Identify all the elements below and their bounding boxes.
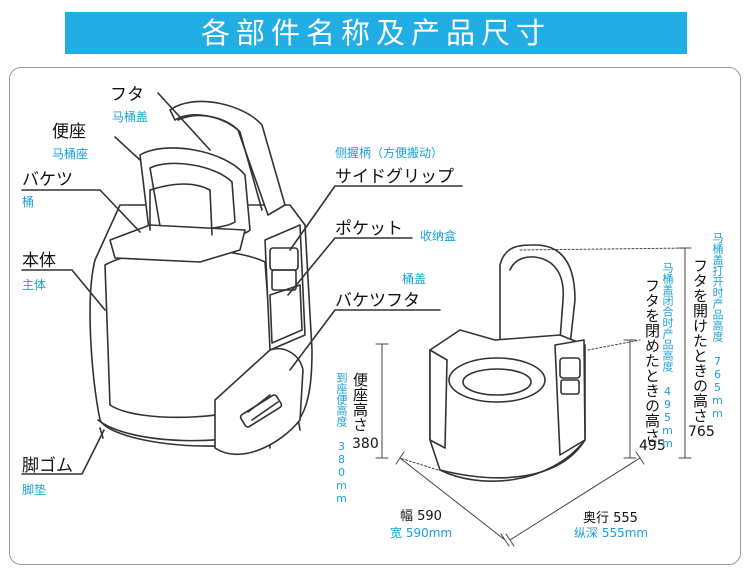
width-cn: 宽 590mm bbox=[390, 526, 453, 540]
pocket-label-cn: 收纳盒 bbox=[420, 229, 457, 243]
closed-height-cn: 马桶盖闭合时产品高度 495mm bbox=[661, 262, 674, 450]
open-height-value: 765 bbox=[688, 424, 715, 440]
seat-height-value: 380 bbox=[352, 436, 379, 452]
lid-label: フタ bbox=[110, 85, 144, 105]
grip-label: サイドグリップ bbox=[335, 167, 454, 187]
depth-cn: 纵深 555mm bbox=[574, 526, 649, 540]
bucket-lid-drawing bbox=[214, 348, 304, 456]
pocket-leader bbox=[287, 237, 413, 296]
seat-height-cn: 到座便高度 380mm bbox=[335, 372, 348, 505]
bucket-label: バケツ bbox=[22, 170, 73, 190]
body-label: 本体 bbox=[22, 251, 56, 271]
feet-label: 脚ゴム bbox=[22, 456, 73, 476]
seat-height-dim bbox=[375, 343, 389, 459]
closed-height-dim bbox=[623, 339, 637, 459]
width-dim bbox=[395, 451, 510, 547]
bucket-label-cn: 桶 bbox=[22, 195, 35, 209]
width-label: 幅 590 bbox=[400, 509, 442, 524]
lid-label-cn: 马桶盖 bbox=[112, 110, 149, 124]
seat-label-cn: 马桶座 bbox=[52, 147, 89, 161]
grip-label-cn: 侧握柄（方便搬动） bbox=[335, 146, 444, 160]
grip-leader bbox=[289, 185, 463, 251]
seat-leader bbox=[114, 136, 141, 161]
body-leader bbox=[21, 269, 106, 311]
bucket-lid-label-cn: 桶盖 bbox=[402, 272, 427, 286]
lid-leader bbox=[157, 92, 211, 151]
depth-dim bbox=[505, 451, 645, 547]
open-height-label: フタを開けたときの高さ bbox=[691, 258, 709, 423]
toilet-lid-drawing bbox=[169, 100, 286, 216]
seat-height-label: 便座高さ bbox=[351, 372, 369, 432]
bucket-lid-label: バケツフタ bbox=[335, 291, 420, 311]
open-height-cn: 马桶盖打开时产品高度 765mm bbox=[711, 232, 724, 420]
bucket-leader bbox=[21, 189, 141, 233]
closed-height-value: 495 bbox=[639, 438, 666, 454]
feet-label-cn: 脚垫 bbox=[22, 483, 47, 497]
feet-leader bbox=[21, 429, 105, 475]
seat-label: 便座 bbox=[52, 122, 86, 142]
pocket-label: ポケット bbox=[335, 219, 403, 239]
assembled-toilet-drawing bbox=[429, 244, 586, 482]
closed-height-label: フタを閉めたときの高さ bbox=[643, 278, 661, 443]
bucket-lid-leader bbox=[289, 309, 441, 371]
toilet-bucket-drawing bbox=[109, 183, 246, 263]
depth-label: 奥行 555 bbox=[583, 511, 638, 526]
page-title: 各部件名称及产品尺寸 bbox=[65, 12, 687, 54]
body-label-cn: 主体 bbox=[22, 278, 47, 292]
